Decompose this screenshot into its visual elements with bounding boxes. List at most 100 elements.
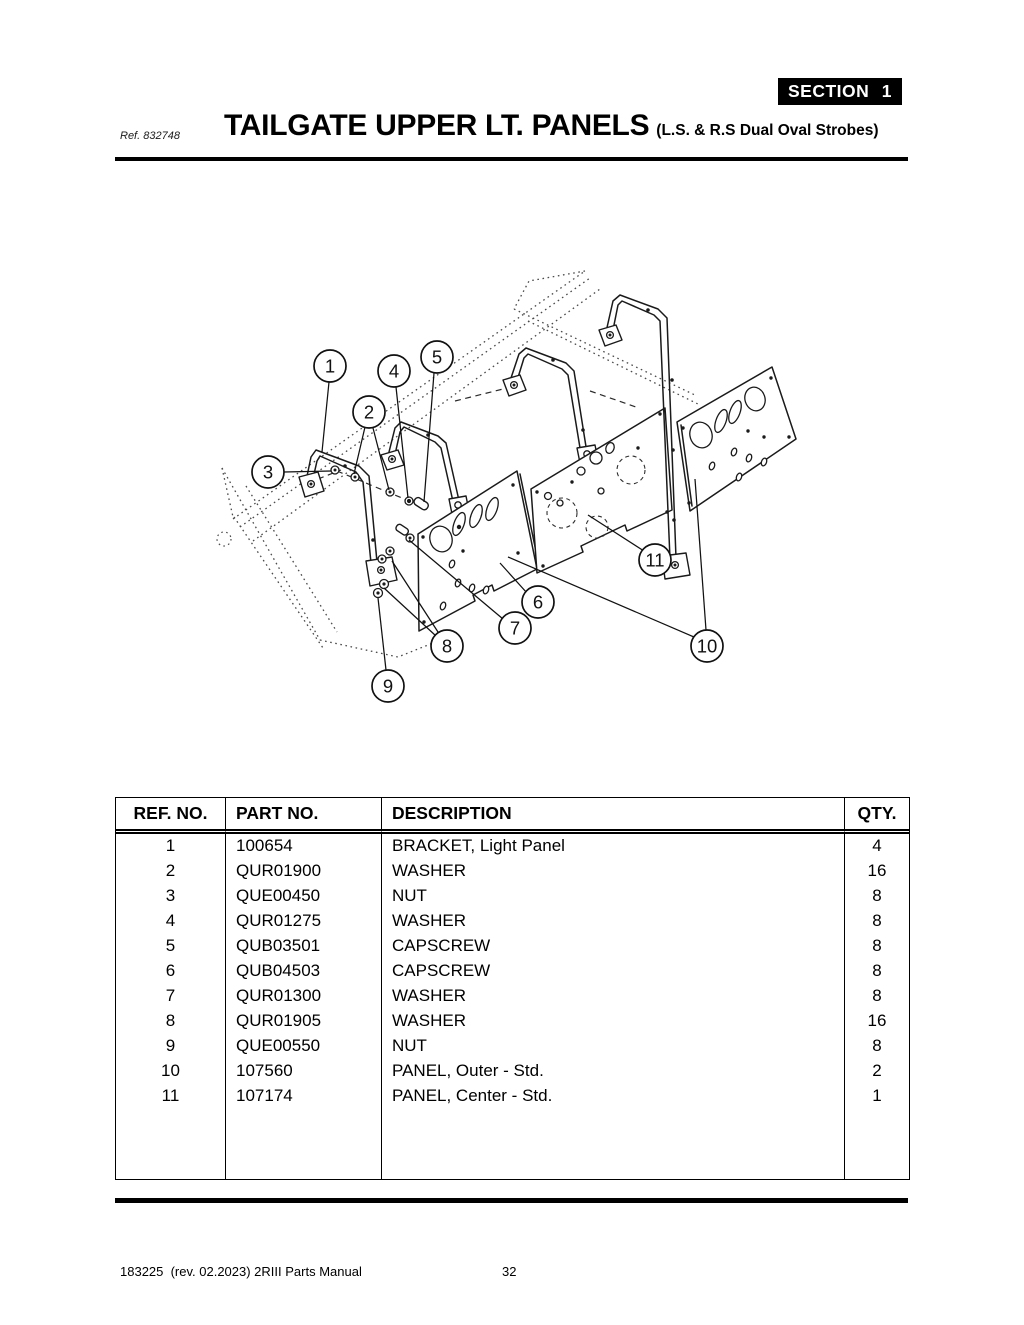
light-panel-bracket-3 <box>502 347 599 464</box>
callout-1: 1 <box>313 349 347 383</box>
table-cell: 4 <box>872 836 882 856</box>
table-cell: WASHER <box>382 984 845 1009</box>
table-cell: WASHER <box>382 909 845 934</box>
callout-leader-2 <box>353 426 366 475</box>
page-title: TAILGATE UPPER LT. PANELS <box>224 109 650 142</box>
table-cell: QUB04503 <box>226 959 382 984</box>
table-cell: 100654 <box>226 834 382 859</box>
outer-panel-left <box>417 470 540 632</box>
page-number: 32 <box>502 1264 517 1279</box>
table-cell: 3 <box>116 884 226 909</box>
table-cell: 1 <box>116 834 226 859</box>
section-badge-number: 1 <box>881 81 892 101</box>
callout-leader-1 <box>321 381 330 453</box>
table-cell: 1 <box>872 1086 882 1106</box>
light-panel-bracket-1 <box>298 449 398 587</box>
callout-7: 7 <box>498 611 532 645</box>
table-cell: 11 <box>116 1084 226 1109</box>
callouts: 1 2 3 4 5 67 8 9 10 11 <box>251 340 724 703</box>
table-cell: 16 <box>867 861 887 881</box>
svg-text:7: 7 <box>510 618 520 639</box>
table-cell: 107560 <box>226 1059 382 1084</box>
svg-text:6: 6 <box>533 592 543 613</box>
fasteners <box>330 465 429 599</box>
svg-text:2: 2 <box>364 402 374 423</box>
table-cell: QUE00550 <box>226 1034 382 1059</box>
table-cell: BRACKET, Light Panel <box>382 834 845 859</box>
column-header: REF. NO. <box>116 798 226 834</box>
table-cell: NUT <box>382 884 845 909</box>
callout-11: 11 <box>638 543 672 577</box>
table-cell: QUR01905 <box>226 1009 382 1034</box>
callout-leader-4 <box>395 386 409 499</box>
table-cell: PANEL, Outer - Std. <box>382 1059 845 1084</box>
column-header: DESCRIPTION <box>382 798 845 834</box>
tailgate-frame-outline <box>216 270 701 658</box>
callout-2: 2 <box>352 395 386 429</box>
callout-8: 8 <box>430 629 464 663</box>
table-cell: 9 <box>116 1034 226 1059</box>
svg-text:1: 1 <box>325 356 335 377</box>
table-cell: 8 <box>116 1009 226 1034</box>
svg-text:10: 10 <box>697 636 718 657</box>
callout-10: 10 <box>690 629 724 663</box>
outer-panel-right <box>676 366 797 512</box>
table-cell: 8 <box>872 911 882 931</box>
callout-4: 4 <box>377 354 411 388</box>
callout-leader-10 <box>694 478 707 631</box>
callout-leader-7 <box>408 539 504 620</box>
table-cell: QUR01275 <box>226 909 382 934</box>
callout-leader-2 <box>372 427 390 491</box>
table-cell: 5 <box>116 934 226 959</box>
callout-6: 6 <box>521 585 555 619</box>
table-cell: 2 <box>116 859 226 884</box>
callout-leader-11 <box>587 514 645 552</box>
callout-9: 9 <box>371 669 405 703</box>
callout-leader-10 <box>507 556 695 638</box>
footer-rule <box>115 1198 908 1203</box>
table-cell: QUR01900 <box>226 859 382 884</box>
callout-leader-6 <box>499 562 528 594</box>
table-cell: NUT <box>382 1034 845 1059</box>
column-header: QTY. <box>845 798 909 834</box>
svg-text:4: 4 <box>389 361 399 382</box>
page-title-row: TAILGATE UPPER LT. PANELS (L.S. & R.S Du… <box>224 109 879 143</box>
light-panel-bracket-2 <box>380 421 470 515</box>
svg-text:5: 5 <box>432 347 442 368</box>
table-cell: WASHER <box>382 1009 845 1034</box>
table-cell: 7 <box>116 984 226 1009</box>
header-rule <box>115 157 908 161</box>
callout-3: 3 <box>251 455 285 489</box>
table-cell: QUE00450 <box>226 884 382 909</box>
center-panel <box>530 407 673 574</box>
page-subtitle: (L.S. & R.S Dual Oval Strobes) <box>656 122 879 139</box>
table-cell: 8 <box>872 986 882 1006</box>
svg-text:3: 3 <box>263 462 273 483</box>
table-cell: 8 <box>872 936 882 956</box>
callout-5: 5 <box>420 340 454 374</box>
table-cell: 107174 <box>226 1084 382 1109</box>
svg-text:9: 9 <box>383 676 393 697</box>
table-cell: 4 <box>116 909 226 934</box>
table-cell: CAPSCREW <box>382 959 845 984</box>
callout-leader-3 <box>283 470 332 473</box>
ref-number: Ref. 832748 <box>120 130 180 142</box>
footer-left: 183225 (rev. 02.2023) 2RIII Parts Manual <box>120 1264 362 1279</box>
table-cell: 8 <box>872 961 882 981</box>
table-cell: 8 <box>872 886 882 906</box>
